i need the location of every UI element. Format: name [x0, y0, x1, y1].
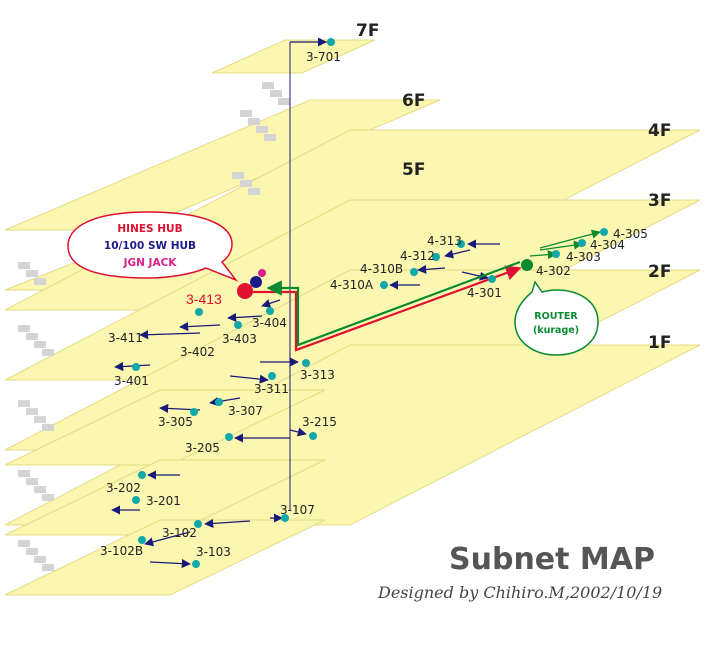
- staircase-decoration: [18, 82, 290, 571]
- room-label: 4-303: [566, 250, 601, 264]
- floor-plate-lower-b: [4, 459, 326, 536]
- room-label: 4-312: [400, 249, 435, 263]
- room-label: 3-201: [146, 494, 181, 508]
- legend-jgn-jack: JGN JACK: [123, 257, 178, 269]
- room-label: 3-307: [228, 404, 263, 418]
- room-label: 3-205: [185, 441, 220, 455]
- room-label: 3-107: [280, 503, 315, 517]
- floor-label-3f: 3F: [648, 191, 671, 211]
- map-title: Subnet MAP: [449, 542, 655, 577]
- hines-hub-node: [237, 283, 253, 299]
- room-label: 4-310A: [330, 278, 374, 292]
- floor-label-7f: 7F: [356, 21, 379, 41]
- room-label: 4-304: [590, 238, 625, 252]
- router-node: [521, 259, 533, 271]
- router-host: (kurage): [533, 325, 579, 336]
- room-label: 4-310B: [360, 262, 403, 276]
- room-label: 3-102: [162, 526, 197, 540]
- router-name: ROUTER: [534, 311, 578, 322]
- room-label: 3-401: [114, 374, 149, 388]
- room-label: 3-215: [302, 415, 337, 429]
- room-label: 3-404: [252, 316, 287, 330]
- floor-label-1f: 1F: [648, 333, 671, 353]
- map-credit: Designed by Chihiro.M,2002/10/19: [377, 583, 662, 602]
- room-label: 4-305: [613, 227, 648, 241]
- floor-label-5f: 5F: [402, 160, 425, 180]
- room-label: 3-102B: [100, 544, 143, 558]
- uplink-cable: [245, 260, 522, 352]
- legend-hines-hub: HINES HUB: [117, 223, 182, 235]
- floor-plates: [4, 39, 701, 596]
- jgn-jack-node: [258, 269, 266, 277]
- room-label: 3-402: [180, 345, 215, 359]
- router-callout: ROUTER (kurage): [514, 280, 599, 356]
- room-nodes: [132, 38, 608, 568]
- hub-room-label: 3-413: [186, 291, 222, 307]
- floor-label-6f: 6F: [402, 91, 425, 111]
- floor-plate-lower-a: [4, 389, 326, 466]
- floor-plate-lower-c: [4, 519, 326, 596]
- room-label: 3-311: [254, 382, 289, 396]
- room-label: 3-313: [300, 368, 335, 382]
- sw-hub-node: [250, 276, 262, 288]
- room-label: 3-411: [108, 331, 143, 345]
- room-label: 3-305: [158, 415, 193, 429]
- floor-plate-7f: [211, 39, 376, 74]
- legend-sw-hub: 10/100 SW HUB: [104, 240, 196, 252]
- room-label: 3-701: [306, 50, 341, 64]
- room-label: 3-103: [196, 545, 231, 559]
- room-label: 3-403: [222, 332, 257, 346]
- floor-labels: 7F 6F 5F 4F 3F 2F 1F: [356, 21, 671, 353]
- room-labels: 3-701 3-404 3-411 3-403 3-402 3-401 3-31…: [100, 50, 648, 559]
- room-label: 4-313: [427, 234, 462, 248]
- floor-label-2f: 2F: [648, 262, 671, 282]
- hub-legend-callout: HINES HUB 10/100 SW HUB JGN JACK: [67, 211, 239, 282]
- hub-cluster: [237, 259, 533, 299]
- room-label: 4-301: [467, 286, 502, 300]
- room-label: 3-202: [106, 481, 141, 495]
- floor-label-4f: 4F: [648, 121, 671, 141]
- green-arrows: [529, 229, 601, 260]
- room-label: 4-302: [536, 264, 571, 278]
